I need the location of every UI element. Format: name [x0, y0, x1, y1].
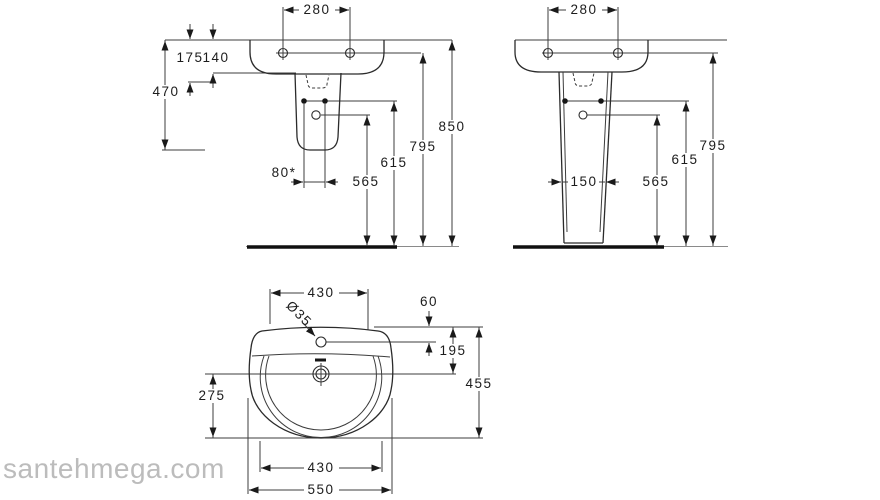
reference-lines	[205, 289, 483, 494]
semi-pedestal-outline	[294, 72, 342, 151]
supply-hole	[578, 110, 588, 120]
plan-view: 430 60 Ø35 195 455 275 430 550	[196, 285, 496, 497]
tap-hole	[315, 336, 327, 348]
overflow-mark	[315, 358, 326, 362]
basin-outline	[514, 40, 649, 73]
pedestal-outline	[558, 71, 613, 244]
deck-edge-line	[251, 353, 391, 358]
dim-rim-drop-b-label: 140	[202, 50, 229, 65]
bowl-outer-edge	[259, 355, 383, 439]
dim-semi-pedestal-height-label: 470	[152, 84, 179, 99]
dim-rim-height-label: 850	[438, 119, 465, 134]
dimension-lines	[209, 289, 483, 494]
basin-outline	[249, 40, 385, 75]
dim-hole-height-label: 795	[409, 139, 436, 154]
dim-tap-hole-diameter-label: Ø35	[283, 298, 315, 330]
fixing-point	[562, 98, 568, 104]
dim-bowl-width-label: 430	[307, 460, 334, 475]
dim-hole-height-label: 795	[699, 138, 726, 153]
dim-fixing-spacing-label: 80*	[272, 165, 297, 180]
dim-rim-drop-a-label: 175	[176, 50, 203, 65]
dim-fixing-height-label: 615	[671, 152, 698, 167]
reference-lines	[162, 7, 452, 188]
drain-symbol	[312, 363, 330, 386]
dimension-lines	[161, 6, 456, 246]
pedestal-view: 280 150 565 615 795	[513, 2, 729, 249]
semi-pedestal-view: 280 175 140 470 80* 565 615 795 850	[151, 2, 468, 249]
reference-lines	[515, 7, 727, 116]
dimension-lines	[548, 6, 717, 246]
dim-fixing-height-label: 615	[380, 155, 407, 170]
dim-back-to-drain-label: 195	[439, 343, 466, 358]
dim-depth-label: 455	[465, 376, 492, 391]
dim-overall-width-label: 550	[307, 482, 334, 497]
dim-hole-spacing-label: 280	[570, 2, 597, 17]
dim-trap-height-label: 565	[352, 174, 379, 189]
overflow-cup-hidden-line	[305, 74, 330, 89]
fixing-point	[301, 98, 307, 104]
dim-pedestal-width-label: 150	[570, 174, 597, 189]
site-watermark: santehmega.com	[3, 453, 225, 484]
fixing-point	[322, 98, 328, 104]
dim-hole-spacing-label: 280	[303, 2, 330, 17]
basin-plan-outline	[248, 326, 394, 439]
bowl-inner-edge	[265, 355, 377, 431]
dim-tap-offset-label: 60	[420, 294, 438, 309]
dim-trap-height-label: 565	[642, 174, 669, 189]
supply-hole	[311, 110, 321, 120]
overflow-cup-hidden-line	[572, 72, 595, 87]
fixing-point	[598, 98, 604, 104]
dim-back-width-label: 430	[307, 285, 334, 300]
dim-drain-to-front-label: 275	[198, 388, 225, 403]
